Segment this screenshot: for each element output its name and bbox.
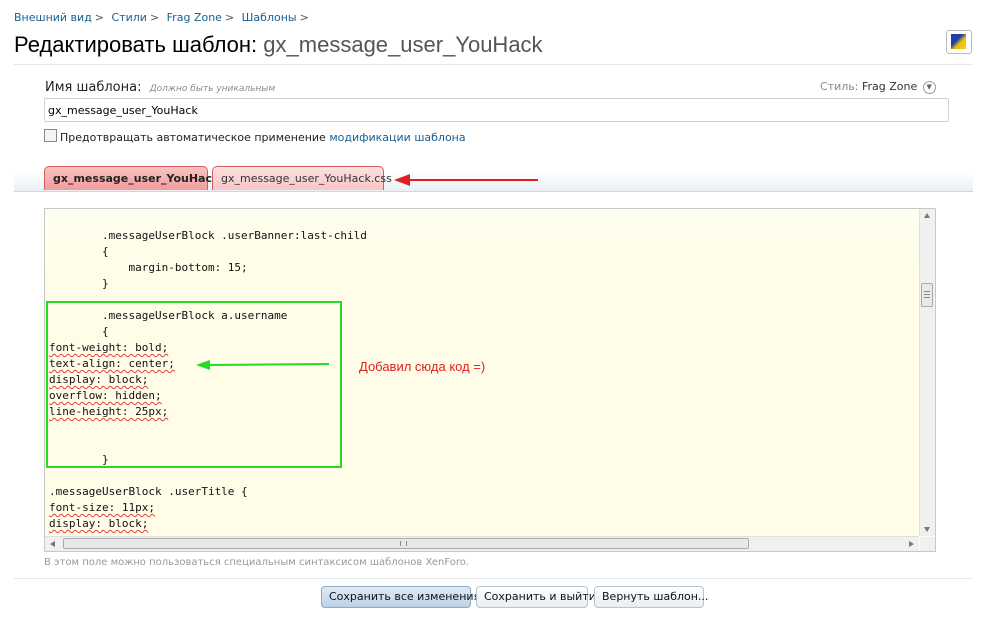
template-name-hint: Должно быть уникальным [149, 84, 276, 94]
breadcrumb-item-styles[interactable]: Стили [111, 11, 147, 24]
style-value: Frag Zone [861, 80, 918, 93]
scroll-right-icon[interactable] [909, 541, 914, 547]
code-line: font-weight: bold; [49, 341, 169, 354]
scroll-up-icon[interactable] [924, 213, 930, 218]
red-arrow-annotation [394, 174, 538, 186]
style-selector[interactable]: Стиль: Frag Zone ▼ [820, 80, 936, 94]
editor-hint: В этом поле можно пользоваться специальн… [44, 557, 469, 568]
green-arrow-annotation [196, 360, 330, 370]
code-line: } [49, 453, 109, 466]
horizontal-scroll-thumb[interactable] [63, 538, 749, 549]
page-title: Редактировать шаблон: gx_message_user_Yo… [14, 32, 543, 58]
code-line: .messageUserBlock a.username [49, 309, 288, 322]
revert-template-button[interactable]: Вернуть шаблон... [594, 586, 708, 608]
template-name-label-text: Имя шаблона: [45, 80, 142, 95]
annotation-text: Добавил сюда код =) [359, 359, 486, 374]
tab-template-css[interactable]: gx_message_user_YouHack.css [212, 166, 392, 190]
save-exit-button[interactable]: Сохранить и выйти [476, 586, 596, 608]
style-label: Стиль: [820, 80, 859, 93]
template-name-input[interactable] [44, 98, 949, 122]
page-title-template-name: gx_message_user_YouHack [263, 32, 543, 57]
breadcrumb-item-templates[interactable]: Шаблоны [241, 11, 297, 24]
scrollbar-corner [920, 537, 935, 551]
code-line: font-size: 11px; [49, 501, 155, 514]
template-modifications-link[interactable]: модификации шаблона [329, 131, 466, 144]
horizontal-scrollbar[interactable] [45, 536, 919, 551]
template-name-label: Имя шаблона: Должно быть уникальным [45, 80, 275, 95]
green-highlight-box [46, 301, 342, 468]
breadcrumb-separator: > [224, 11, 235, 24]
code-line: line-height: 25px; [49, 405, 169, 418]
code-line: display: block; [49, 517, 149, 530]
code-line: .messageUserBlock .userTitle { [49, 485, 248, 498]
vertical-scrollbar[interactable] [919, 209, 935, 536]
divider [14, 64, 973, 65]
prevent-modification-label: Предотвращать автоматическое применение [60, 131, 326, 144]
divider [14, 578, 973, 579]
prevent-modification-row: Предотвращать автоматическое применение … [44, 129, 466, 144]
code-line: { [49, 325, 109, 338]
code-line: } [49, 277, 109, 290]
code-line: overflow: hidden; [49, 389, 162, 402]
prevent-modification-checkbox[interactable] [44, 129, 57, 142]
style-properties-icon[interactable] [946, 30, 972, 54]
chevron-down-icon[interactable]: ▼ [922, 80, 936, 94]
page-title-prefix: Редактировать шаблон: [14, 32, 258, 57]
breadcrumb: Внешний вид> Стили> Frag Zone> Шаблоны> [14, 11, 313, 24]
save-all-button[interactable]: Сохранить все изменения [321, 586, 480, 608]
code-line: display: block; [49, 373, 149, 386]
scroll-down-icon[interactable] [924, 527, 930, 532]
code-line: margin-bottom: 15; [49, 261, 248, 274]
tab-template[interactable]: gx_message_user_YouHack [44, 166, 219, 190]
breadcrumb-separator: > [94, 11, 105, 24]
scroll-left-icon[interactable] [50, 541, 55, 547]
breadcrumb-separator: > [149, 11, 160, 24]
code-line: text-align: center; [49, 357, 175, 370]
vertical-scroll-thumb[interactable] [921, 283, 933, 307]
breadcrumb-separator: > [299, 11, 309, 24]
breadcrumb-item-style[interactable]: Frag Zone [166, 11, 222, 24]
code-content[interactable]: .messageUserBlock .userBanner:last-child… [49, 228, 367, 532]
breadcrumb-item-appearance[interactable]: Внешний вид [14, 11, 92, 24]
code-line: .messageUserBlock .userBanner:last-child [49, 229, 367, 242]
code-editor[interactable]: .messageUserBlock .userBanner:last-child… [44, 208, 936, 552]
code-line: { [49, 245, 109, 258]
